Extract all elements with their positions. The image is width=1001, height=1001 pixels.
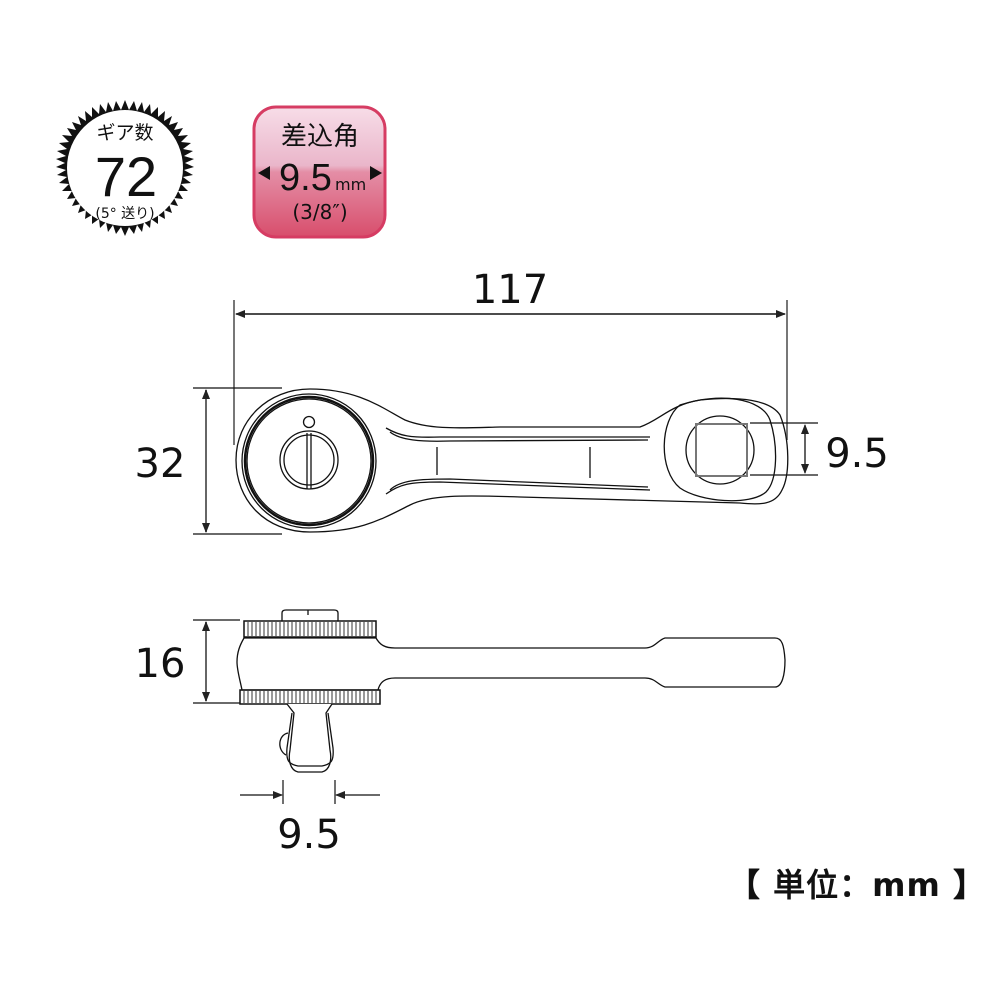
drive-badge-value: 9.5 bbox=[279, 157, 332, 199]
square-drive-top-dimension bbox=[750, 422, 818, 476]
thickness-label: 16 bbox=[135, 641, 186, 687]
drive-badge-unit: mm bbox=[335, 175, 366, 194]
gear-badge-title: ギア数 bbox=[96, 122, 153, 144]
arrow-right-icon bbox=[370, 166, 382, 180]
overall-length-label: 117 bbox=[472, 267, 548, 313]
head-width-label: 32 bbox=[135, 441, 186, 487]
unit-label: 【 単位：mm 】 bbox=[728, 866, 986, 904]
drive-badge-title: 差込角 bbox=[281, 122, 359, 152]
thickness-dimension bbox=[193, 619, 240, 704]
gear-count-badge: ギア数 72 (5° 送り) bbox=[56, 100, 194, 236]
head-width-dimension bbox=[193, 387, 282, 535]
knurl-bottom bbox=[243, 691, 377, 703]
drive-size-badge: 差込角 9.5 mm (3/8″) bbox=[252, 105, 387, 239]
square-drive-side-label: 9.5 bbox=[277, 812, 341, 858]
gear-badge-value: 72 bbox=[95, 145, 157, 208]
gear-badge-note: (5° 送り) bbox=[95, 206, 154, 222]
square-drive-side-dimension bbox=[240, 780, 380, 804]
overall-length-dimension bbox=[233, 300, 788, 445]
arrow-left-icon bbox=[258, 166, 270, 180]
ratchet-side-view bbox=[236, 609, 786, 773]
square-drive-top-label: 9.5 bbox=[825, 431, 889, 477]
ratchet-top-view bbox=[235, 388, 789, 533]
drive-badge-imperial: (3/8″) bbox=[292, 200, 347, 224]
knurl-top bbox=[247, 622, 373, 636]
